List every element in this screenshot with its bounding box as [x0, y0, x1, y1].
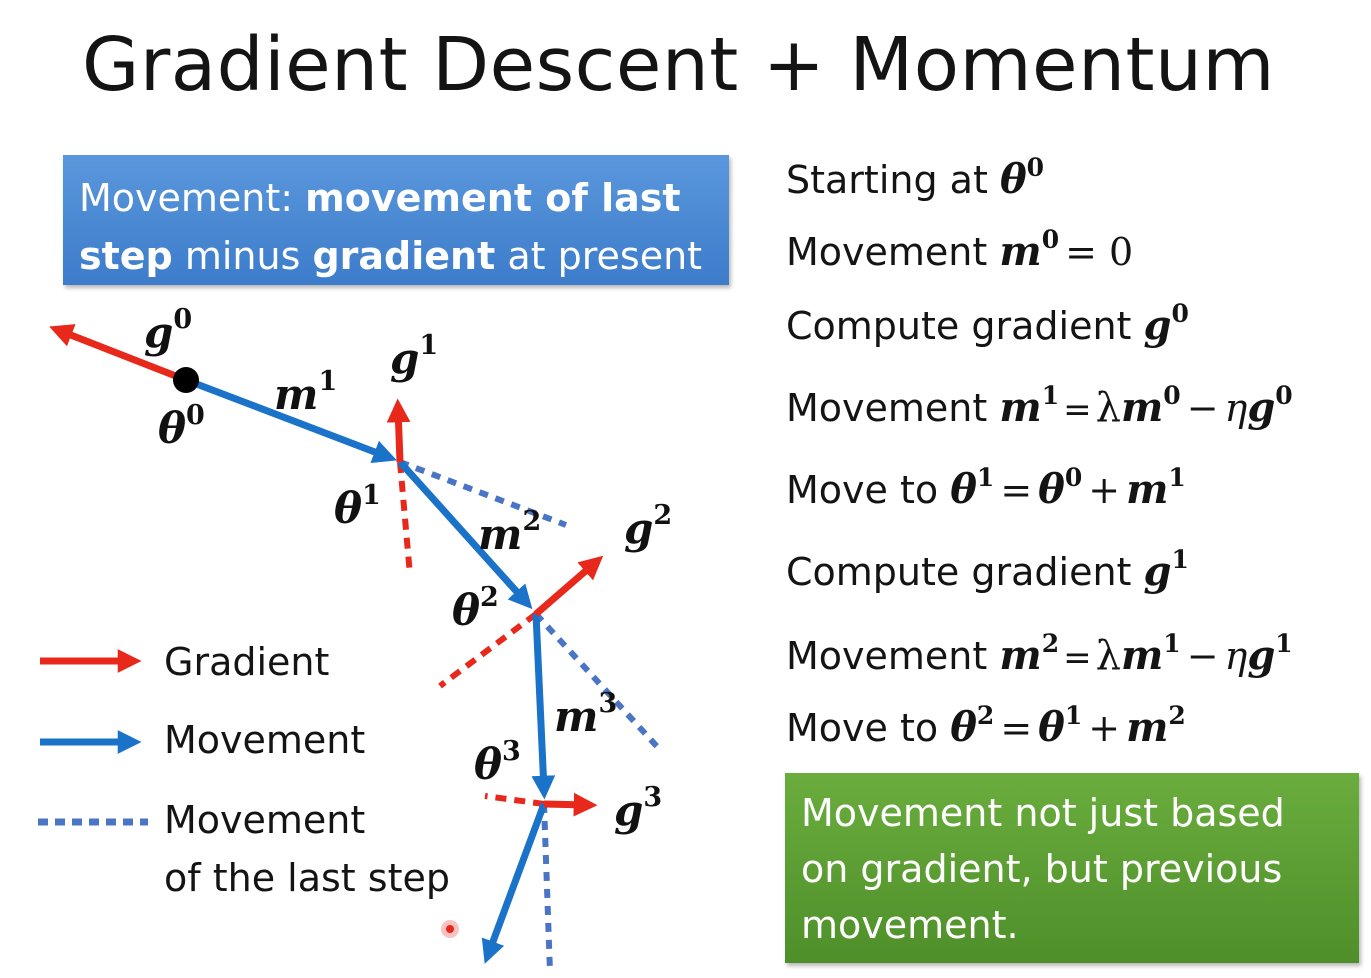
callout-text-2: movement of last step	[79, 176, 681, 278]
gradient-arrow-g0	[49, 324, 188, 384]
callout-text-1: Movement:	[79, 176, 306, 220]
last-step-line-3	[541, 803, 553, 973]
gradient-arrow-g1	[386, 398, 411, 463]
legend-last-step-label-1: Movement	[164, 798, 366, 842]
movement-arrow-m2	[397, 459, 533, 610]
movement-arrow-m4	[481, 802, 548, 964]
legend-movement-label: Movement	[164, 718, 366, 762]
gradient-arrow-g2	[533, 555, 604, 617]
step-init-movement: Movement m0= 0	[786, 225, 1134, 275]
callout-movement-definition: Movement: movement of last step minus gr…	[63, 155, 729, 285]
step-move-theta1: Move to θ1=θ0+m1	[786, 463, 1186, 513]
step-movement-m2: Movement m2=λm1−ηg1	[786, 629, 1293, 679]
legend-last-step-label-2: of the last step	[164, 856, 450, 900]
label-g2: g2	[624, 500, 673, 553]
movement-arrow-m1	[184, 376, 397, 464]
label-m3: m3	[554, 688, 618, 741]
legend-gradient-label: Gradient	[164, 640, 330, 684]
start-point	[173, 367, 199, 393]
last-step-line-1	[398, 459, 568, 528]
gradient-arrow-g3	[543, 792, 598, 817]
last-step-line-2	[533, 611, 665, 755]
step-start: Starting at θ0	[786, 153, 1045, 203]
neg-gradient-line-3	[484, 793, 545, 807]
label-theta1: θ1	[334, 480, 381, 533]
neg-gradient-line-1	[397, 461, 413, 576]
slide-title: Gradient Descent + Momentum	[82, 22, 1275, 108]
step-movement-m1: Movement m1=λm0−ηg0	[786, 381, 1293, 431]
callout-text-4: gradient	[312, 234, 496, 278]
callout-text-3: minus	[172, 234, 313, 278]
pointer-dot-core	[446, 925, 454, 933]
step-compute-g0: Compute gradient g0	[786, 299, 1189, 349]
step-move-theta2: Move to θ2=θ1+m2	[786, 701, 1186, 751]
label-theta2: θ2	[452, 582, 499, 635]
label-g3: g3	[614, 782, 663, 835]
step-compute-g1: Compute gradient g1	[786, 545, 1189, 595]
label-m2: m2	[478, 506, 542, 559]
label-g1: g1	[390, 330, 439, 383]
callout-summary: Movement not just based on gradient, but…	[785, 773, 1359, 963]
label-theta0: θ0	[158, 400, 205, 453]
callout-text-5: at present	[495, 234, 703, 278]
label-g0: g0	[144, 304, 193, 357]
neg-gradient-line-2	[438, 611, 538, 689]
movement-arrow-m3	[531, 613, 556, 800]
label-theta3: θ3	[474, 736, 521, 789]
label-m1: m1	[274, 366, 338, 419]
